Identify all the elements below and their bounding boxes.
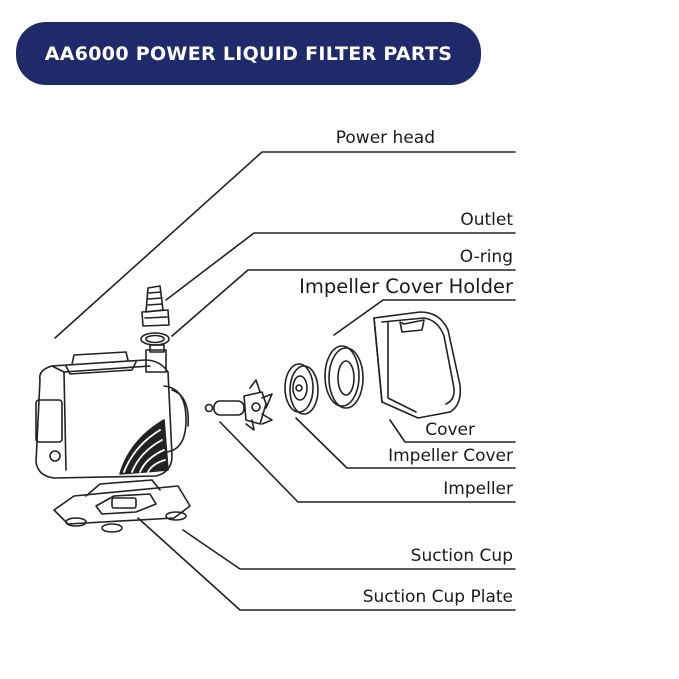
label-cover: Cover <box>425 420 475 440</box>
label-impeller-cover: Impeller Cover <box>388 446 513 466</box>
leader-power-head <box>54 151 516 339</box>
label-suction-cup-plate: Suction Cup Plate <box>362 587 513 607</box>
label-o-ring: O-ring <box>459 247 513 267</box>
label-power-head: Power head <box>335 128 435 148</box>
cover-part <box>373 311 462 419</box>
leader-outlet <box>165 232 516 301</box>
outlet-part <box>141 285 170 327</box>
page-title: AA6000 POWER LIQUID FILTER PARTS <box>44 42 453 65</box>
leader-impeller-cover-holder <box>333 299 516 336</box>
suction-cups-part <box>65 511 187 533</box>
power-head-part <box>35 344 189 479</box>
label-impeller-cover-holder: Impeller Cover Holder <box>299 275 513 298</box>
label-suction-cup: Suction Cup <box>410 546 513 566</box>
label-outlet: Outlet <box>460 210 513 230</box>
impeller-part <box>204 379 273 431</box>
impeller-cover-part <box>284 363 319 415</box>
title-banner: AA6000 POWER LIQUID FILTER PARTS <box>16 22 481 85</box>
leader-o-ring <box>171 269 516 337</box>
label-impeller: Impeller <box>443 479 513 499</box>
impeller-cover-holder-part <box>324 345 364 409</box>
leader-impeller <box>219 421 516 503</box>
leader-suction-cup <box>182 529 516 570</box>
leader-suction-cup-plate <box>137 517 516 611</box>
leader-impeller-cover <box>295 417 516 469</box>
leader-cover <box>389 419 516 443</box>
